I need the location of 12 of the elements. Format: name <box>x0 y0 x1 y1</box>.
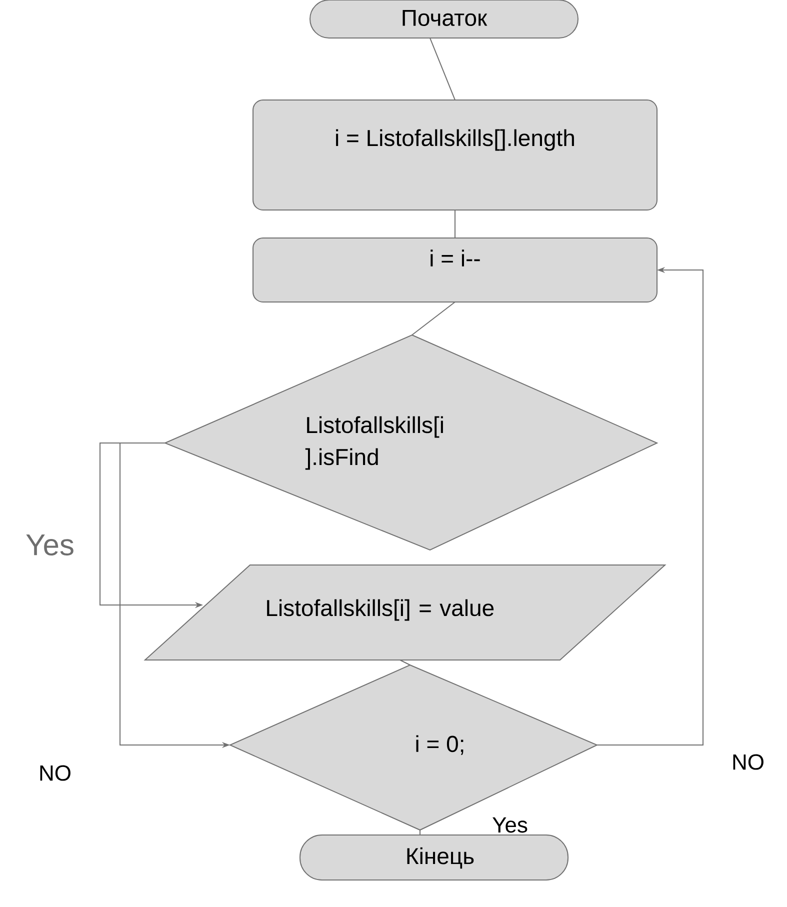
edge-label: NO <box>38 764 72 782</box>
edge-label: Yes <box>24 534 76 556</box>
connector <box>454 210 456 238</box>
edge-label: Yes <box>491 816 529 834</box>
terminal-box: Кінець <box>300 834 568 880</box>
process-box: i = i-- <box>252 238 658 302</box>
connector <box>430 38 456 100</box>
edge-label: NO <box>730 753 766 771</box>
process-box: i = Listofallskills[].length <box>252 100 658 210</box>
connector <box>412 302 456 336</box>
connector <box>400 660 410 666</box>
terminal-box: Початок <box>310 0 578 38</box>
